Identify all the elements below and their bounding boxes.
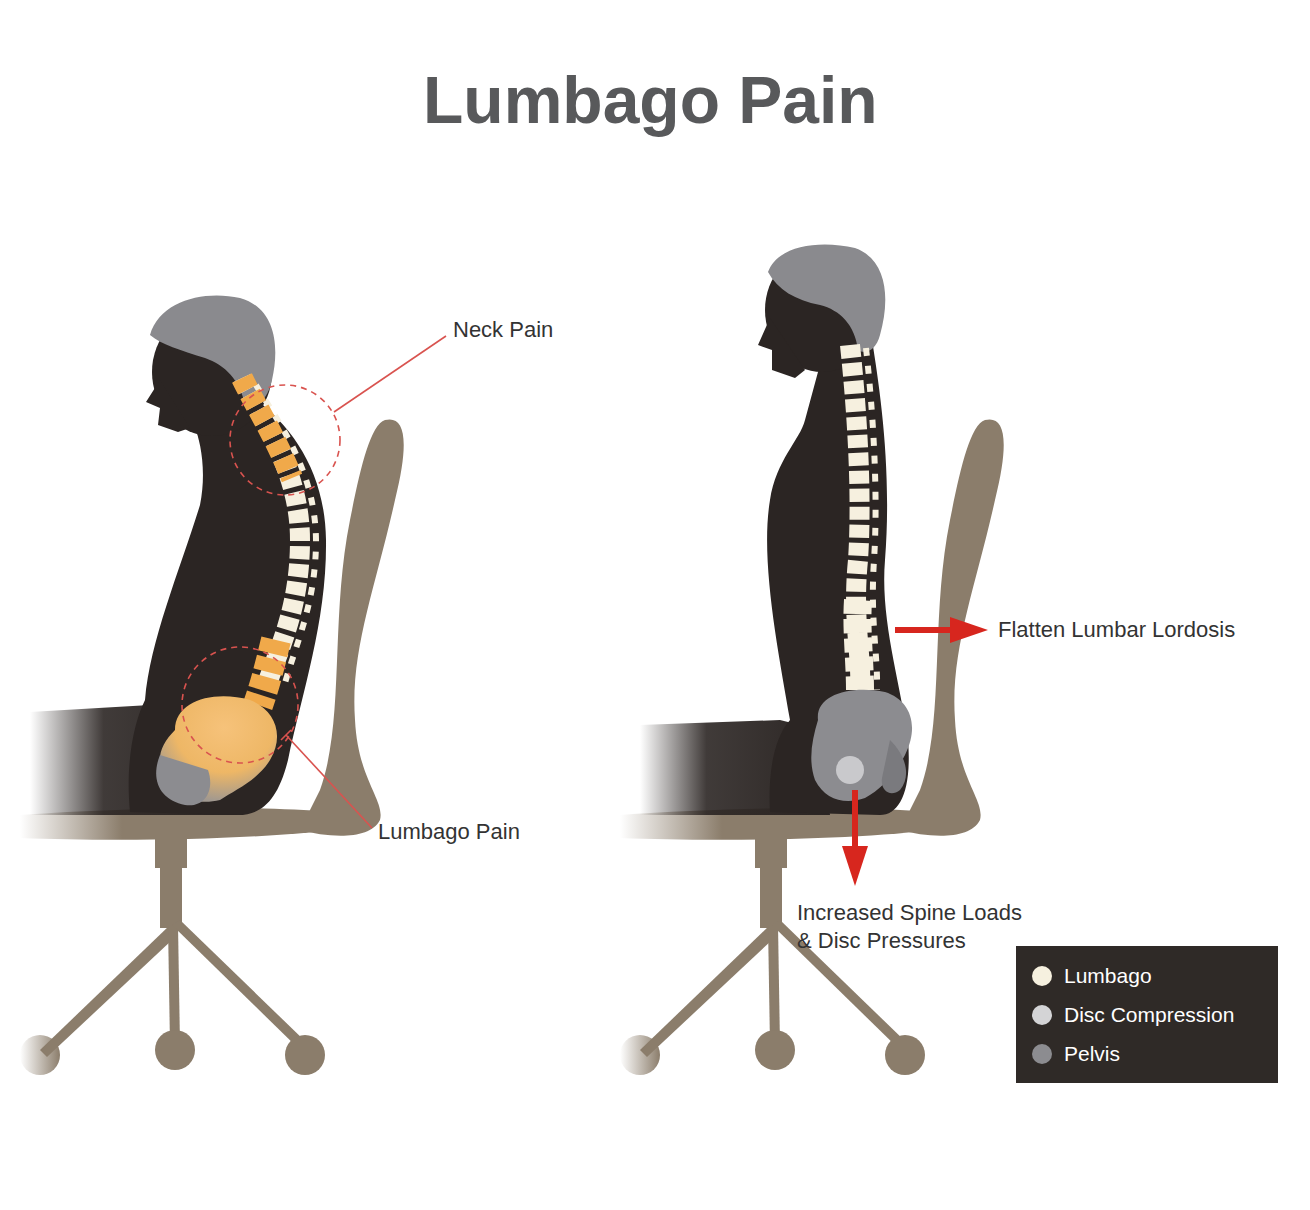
arrow-label: Flatten Lumbar Lordosis [998, 616, 1235, 644]
legend-row: Pelvis [1032, 1034, 1262, 1073]
figure-left [30, 295, 326, 815]
legend-box: LumbagoDisc CompressionPelvis [1016, 946, 1278, 1083]
callout-label: Lumbago Pain [378, 818, 520, 846]
legend-row: Lumbago [1032, 956, 1262, 995]
legend-row: Disc Compression [1032, 995, 1262, 1034]
figure-right [640, 245, 912, 815]
arrow-label: Increased Spine Loads & Disc Pressures [797, 899, 1042, 955]
legend-text: Disc Compression [1064, 1003, 1234, 1027]
legend-swatch [1032, 1044, 1052, 1064]
legend-swatch [1032, 1005, 1052, 1025]
legend-swatch [1032, 966, 1052, 986]
legend-text: Lumbago [1064, 964, 1152, 988]
callout-label: Neck Pain [453, 316, 553, 344]
callouts-left [182, 336, 446, 828]
force-arrows [842, 617, 988, 886]
title: Lumbago Pain [423, 62, 878, 138]
legend-text: Pelvis [1064, 1042, 1120, 1066]
